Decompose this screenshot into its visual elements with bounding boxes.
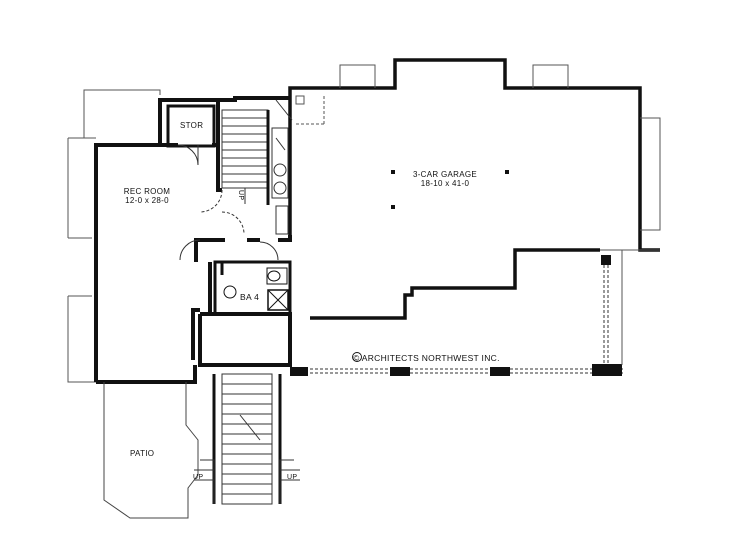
patio-outline [103,382,199,519]
main-stair [221,99,293,205]
storage-closet [166,104,216,148]
garage-name: 3-CAR GARAGE [412,170,478,179]
roof-outline [67,89,161,383]
door-swings [179,189,279,261]
copyright-symbol [352,352,362,362]
patio-label: PATIO [130,449,155,458]
garage-door-header [290,250,625,376]
stor-door-swing [177,144,199,166]
garage-posts [391,170,509,209]
stair-up-left: UP [193,474,204,481]
rec-room-label: REC ROOM 12-0 x 28-0 [112,187,182,205]
garage-size: 18-10 x 41-0 [420,179,470,188]
patio-stair [194,373,300,505]
storage-label: STOR [180,121,204,130]
bath-label: BA 4 [240,292,260,302]
stair-up-main: UP [237,190,244,201]
garage-walls [288,58,660,320]
garage-label: 3-CAR GARAGE 18-10 x 41-0 [400,170,490,188]
bath [213,260,292,316]
rec-room-size: 12-0 x 28-0 [125,196,169,205]
laundry-appliances [271,127,289,235]
copyright-text: © ARCHITECTS NORTHWEST INC. [353,353,500,363]
rec-room-name: REC ROOM [123,187,171,196]
garage-bumps [295,64,661,251]
rec-room-walls [94,96,292,384]
stair-up-right: UP [287,474,298,481]
